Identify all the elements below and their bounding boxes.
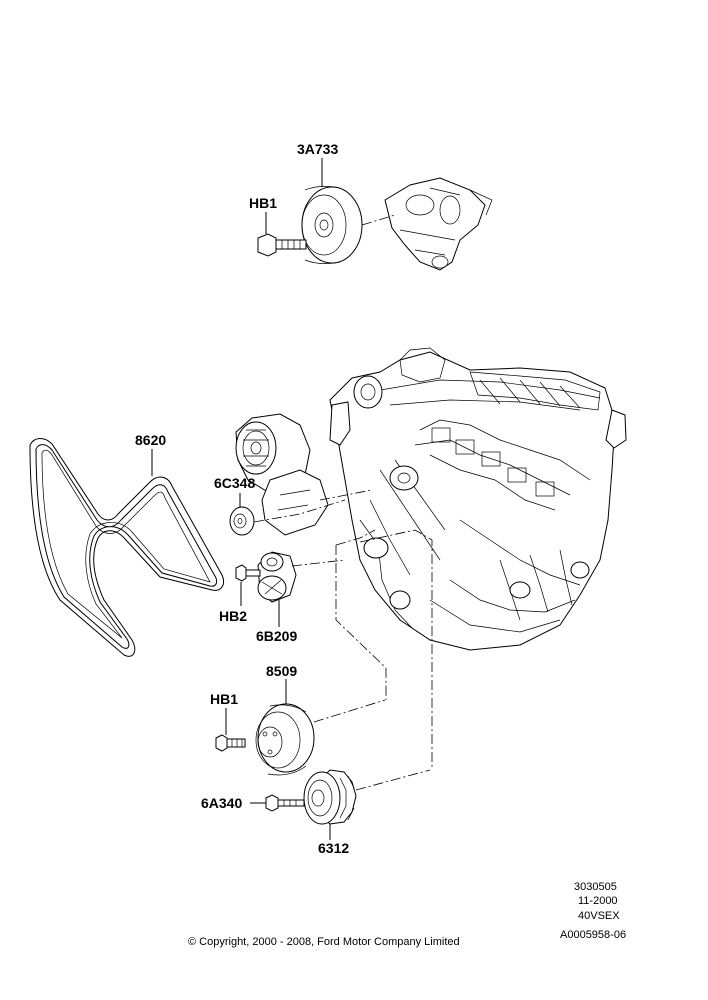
ps-pulley-bolt (257, 233, 307, 257)
ref-code: 3030505 (574, 881, 617, 893)
copyright-notice: © Copyright, 2000 - 2008, Ford Motor Com… (188, 936, 460, 948)
idler-pulley (229, 506, 255, 536)
ref-id: A0005958-06 (560, 929, 626, 941)
callout-hb2: HB2 (219, 608, 247, 624)
callout-6a340: 6A340 (201, 795, 242, 811)
callout-6b209: 6B209 (256, 628, 297, 644)
power-steering-pump (384, 177, 493, 271)
callout-6c348: 6C348 (214, 475, 255, 491)
engine-assembly (329, 347, 627, 651)
callout-8509: 8509 (266, 663, 297, 679)
callout-hb1-lower: HB1 (210, 691, 238, 707)
alternator (235, 413, 373, 536)
tensioner-bolt (235, 564, 261, 582)
drive-belt (29, 438, 225, 657)
callout-6312: 6312 (318, 840, 349, 856)
power-steering-pulley (301, 186, 396, 264)
ref-model: 40VSEX (578, 910, 620, 922)
belt-tensioner (257, 551, 297, 603)
crankshaft-bolt (265, 794, 305, 812)
water-pump-pulley (255, 699, 386, 776)
alignment-lines (253, 499, 433, 770)
water-pump-bolt (215, 734, 246, 752)
callout-hb1-top: HB1 (249, 195, 277, 211)
crankshaft-pulley (303, 769, 431, 825)
callout-8620: 8620 (135, 432, 166, 448)
callout-3a733: 3A733 (297, 141, 338, 157)
ref-date: 11-2000 (578, 895, 618, 907)
